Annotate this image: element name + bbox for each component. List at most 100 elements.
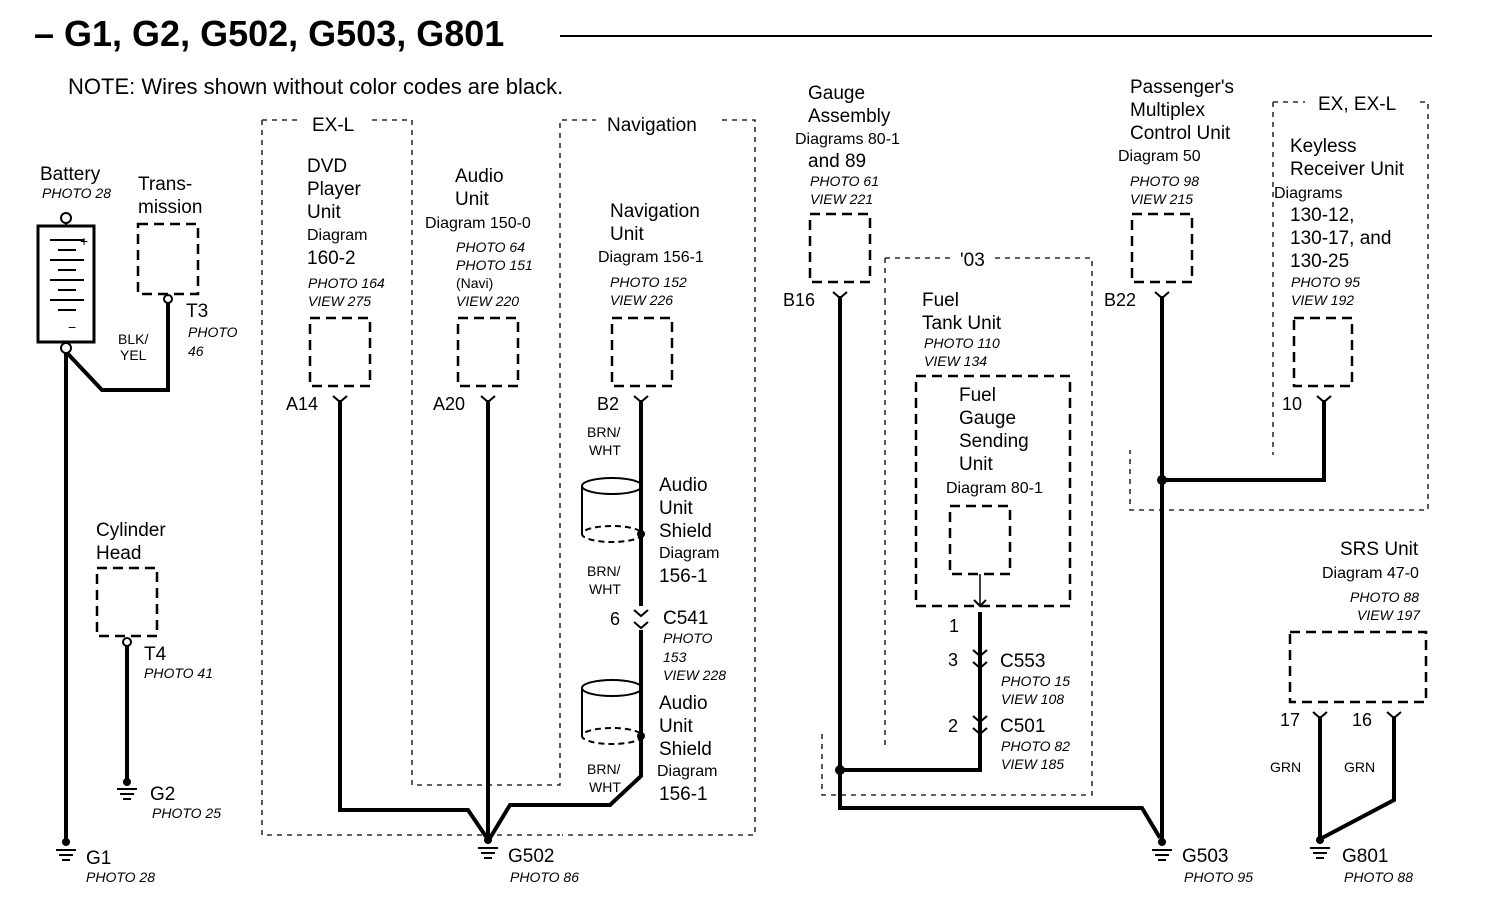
gauge-label-3: Diagrams 80-1 — [795, 131, 900, 148]
shield-2-icon-top — [581, 679, 643, 697]
srs-photo: PHOTO 88 — [1350, 589, 1419, 605]
ground-g801-icon — [1310, 847, 1330, 859]
cylinder-head-label-1: Cylinder — [96, 520, 166, 541]
gauge-label-4: and 89 — [808, 151, 866, 172]
ground-g502-icon — [478, 847, 498, 859]
gauge-label-2: Assembly — [808, 106, 891, 127]
shield-2-label-1: Audio — [659, 693, 708, 714]
shield-1-label-1: Audio — [659, 475, 708, 496]
multiplex-label-2: Multiplex — [1130, 100, 1205, 121]
wire-srs-16-g801 — [1321, 716, 1396, 840]
wire-color-brn-wht-3b: WHT — [589, 779, 621, 795]
transmission-photo-1: PHOTO — [188, 324, 238, 340]
shield-1-icon-top — [581, 477, 643, 495]
dvd-view: VIEW 275 — [308, 293, 371, 309]
region-exl-label: EX-L — [312, 115, 354, 136]
audio-label-1: Audio — [455, 166, 504, 187]
wire-battery-transmission — [66, 303, 170, 392]
fuel-gauge-connector-icon — [973, 599, 987, 608]
splice-gauge — [835, 765, 845, 775]
keyless-label-3: Diagrams — [1274, 185, 1342, 202]
shield-1-label-5: 156-1 — [659, 566, 708, 587]
cylinder-head-box — [95, 566, 159, 638]
wire-color-blk-yel-1: BLK/ — [118, 331, 148, 347]
c501-photo: PHOTO 82 — [1001, 738, 1070, 754]
fuel-tank-label-2: Tank Unit — [922, 313, 1002, 334]
keyless-receiver-unit: Keyless Receiver Unit Diagrams 130-12, 1… — [1274, 136, 1405, 414]
multiplex-view: VIEW 215 — [1130, 191, 1193, 207]
battery-label: Battery — [40, 164, 101, 185]
c553-icon-top — [972, 649, 988, 658]
shield-2-icon-bottom — [581, 727, 643, 745]
transmission-photo-2: 46 — [188, 343, 204, 359]
shield-1-icon-bottom — [581, 525, 643, 543]
region-03: '03 — [821, 250, 1093, 796]
audio-navi: (Navi) — [456, 275, 493, 291]
fuel-gauge-sending-unit: Fuel Gauge Sending Unit Diagram 80-1 1 — [946, 385, 1043, 636]
c553-photo: PHOTO 15 — [1001, 673, 1070, 689]
c553-icon-bottom — [972, 661, 988, 670]
dvd-label-5: 160-2 — [307, 248, 356, 269]
gauge-box — [808, 212, 872, 284]
ground-g1: G1 PHOTO 28 — [56, 838, 155, 885]
multiplex-pin: B22 — [1104, 290, 1136, 310]
c501-view: VIEW 185 — [1001, 756, 1064, 772]
dvd-box — [308, 316, 372, 388]
audio-photo-2: PHOTO 151 — [456, 257, 533, 273]
dvd-photo: PHOTO 164 — [308, 275, 385, 291]
srs-view: VIEW 197 — [1357, 607, 1421, 623]
c501-icon-top — [972, 715, 988, 724]
gauge-label-1: Gauge — [808, 83, 865, 104]
srs-label-2: Diagram 47-0 — [1322, 565, 1419, 582]
audio-label-3: Diagram 150-0 — [425, 215, 531, 232]
srs-pin-17: 17 — [1280, 710, 1300, 730]
ground-g801: G801 PHOTO 88 — [1310, 836, 1413, 885]
transmission-terminal: T3 — [186, 301, 208, 322]
shield-1-label-3: Shield — [659, 521, 712, 542]
audio-box — [456, 316, 520, 388]
cylinder-head: Cylinder Head T4 PHOTO 41 — [95, 520, 213, 681]
c541-label: C541 — [663, 608, 708, 629]
c541-icon-top — [633, 609, 649, 618]
wire-fuel-gauge-assembly — [840, 612, 982, 772]
multiplex-photo: PHOTO 98 — [1130, 173, 1199, 189]
shield-1-label-2: Unit — [659, 498, 694, 519]
multiplex-label-1: Passenger's — [1130, 77, 1234, 98]
ground-g1-icon — [56, 849, 76, 861]
dvd-label-4: Diagram — [307, 227, 367, 244]
cylinder-head-photo: PHOTO 41 — [144, 665, 213, 681]
keyless-view: VIEW 192 — [1291, 292, 1354, 308]
wire-color-blk-yel-2: YEL — [120, 347, 147, 363]
fuel-gauge-label-3: Sending — [959, 431, 1029, 452]
navi-label-3: Diagram 156-1 — [598, 249, 704, 266]
keyless-pin: 10 — [1282, 394, 1302, 414]
fuel-gauge-box — [948, 504, 1012, 576]
fuel-gauge-label-5: Diagram 80-1 — [946, 480, 1043, 497]
connector-c501: 2 C501 PHOTO 82 VIEW 185 — [948, 715, 1070, 772]
wire-keyless-multiplex — [1162, 400, 1326, 482]
shield-2-label-3: Shield — [659, 739, 712, 760]
shield-2-label-5: 156-1 — [659, 784, 708, 805]
ground-g2-label: G2 — [150, 784, 175, 805]
audio-unit: Audio Unit Diagram 150-0 PHOTO 64 PHOTO … — [425, 166, 533, 414]
wire-dvd-g502 — [338, 400, 489, 840]
diagram-title: – G1, G2, G502, G503, G801 — [34, 13, 504, 54]
ground-g503: G503 PHOTO 95 — [1152, 838, 1253, 885]
wire-color-grn-1: GRN — [1270, 759, 1301, 775]
dvd-label-2: Player — [307, 179, 362, 200]
gauge-assembly: Gauge Assembly Diagrams 80-1 and 89 PHOT… — [783, 83, 900, 310]
wire-color-brn-wht-2b: WHT — [589, 581, 621, 597]
fuel-gauge-pin: 1 — [949, 616, 959, 636]
c553-view: VIEW 108 — [1001, 691, 1064, 707]
wire-color-brn-wht-2a: BRN/ — [587, 563, 621, 579]
fuel-gauge-label-4: Unit — [959, 454, 994, 475]
transmission: Trans- mission T3 PHOTO 46 — [136, 174, 238, 359]
audio-view: VIEW 220 — [456, 293, 519, 309]
srs-unit: SRS Unit Diagram 47-0 PHOTO 88 VIEW 197 … — [1280, 539, 1428, 730]
multiplex-label-3: Control Unit — [1130, 123, 1231, 144]
battery: Battery PHOTO 28 + − — [36, 164, 111, 354]
fuel-tank-unit: Fuel Tank Unit PHOTO 110 VIEW 134 — [914, 290, 1072, 608]
c541-icon-bottom — [633, 621, 649, 630]
ground-g2-icon — [117, 788, 137, 800]
